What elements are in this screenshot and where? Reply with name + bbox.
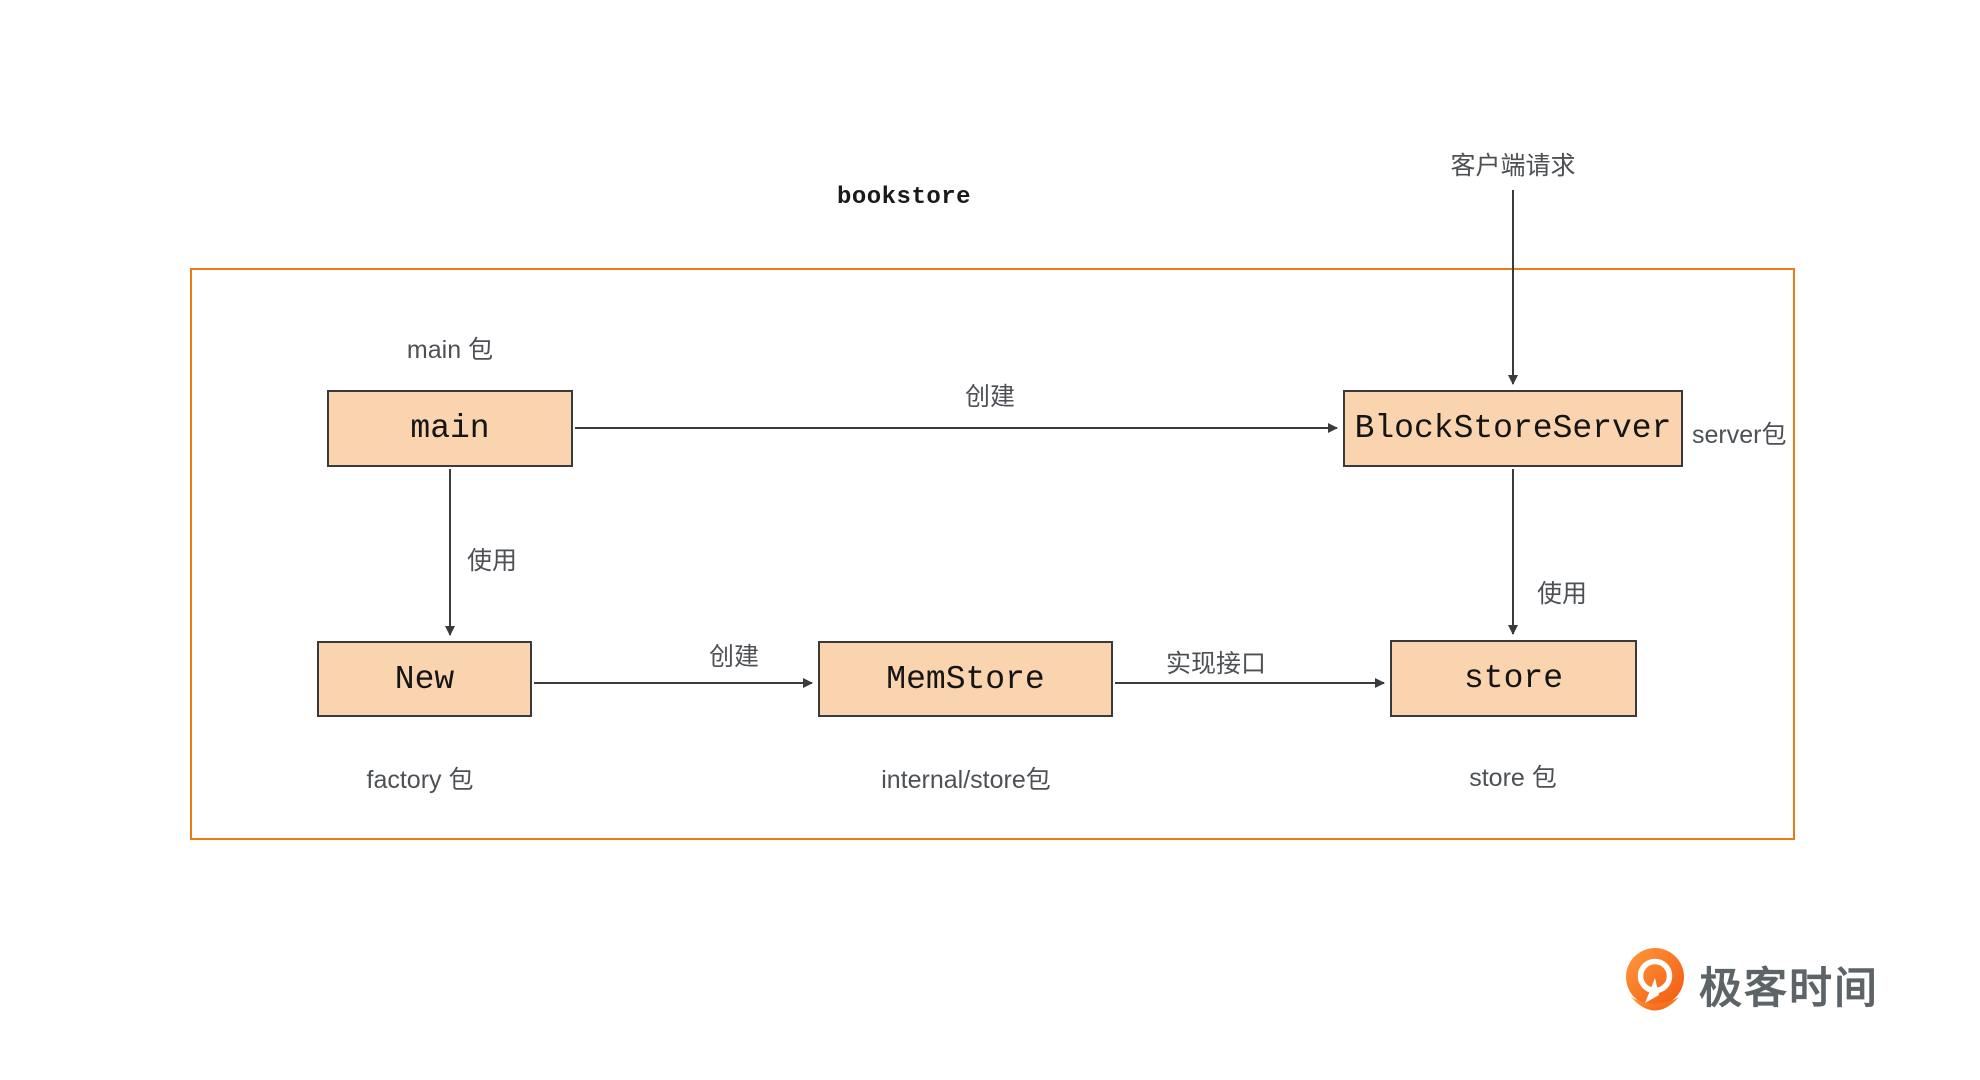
node-blockstoreserver: BlockStoreServer [1343,390,1683,467]
edge-label-use-left: 使用 [467,547,518,575]
edge-label-implement-interface: 实现接口 [1165,650,1267,678]
node-main: main [327,390,573,467]
node-memstore-label: MemStore [886,660,1045,698]
client-request-label: 客户端请求 [1450,152,1576,180]
page-title: bookstore [836,184,972,211]
node-new: New [317,641,532,717]
node-main-label: main [410,410,490,447]
geektime-logo: 极客时间 [1625,948,1879,1022]
server-package-label: server包 [1692,421,1787,449]
node-store: store [1390,640,1637,717]
node-store-label: store [1463,660,1564,697]
edge-label-use-right: 使用 [1537,580,1588,608]
edge-label-create-bottom: 创建 [708,643,760,671]
edge-label-create-top: 创建 [964,383,1016,411]
geektime-logo-text: 极客时间 [1699,965,1879,1013]
factory-package-label: factory 包 [366,766,474,794]
node-memstore: MemStore [818,641,1113,717]
main-package-label: main 包 [406,336,494,364]
internal-store-package-label: internal/store包 [881,766,1051,794]
bookstore-module-boundary [190,268,1795,840]
geektime-pin-icon [1626,948,1684,1011]
node-new-label: New [394,660,455,698]
store-package-label: store 包 [1469,764,1557,792]
node-blockstoreserver-label: BlockStoreServer [1354,410,1672,447]
